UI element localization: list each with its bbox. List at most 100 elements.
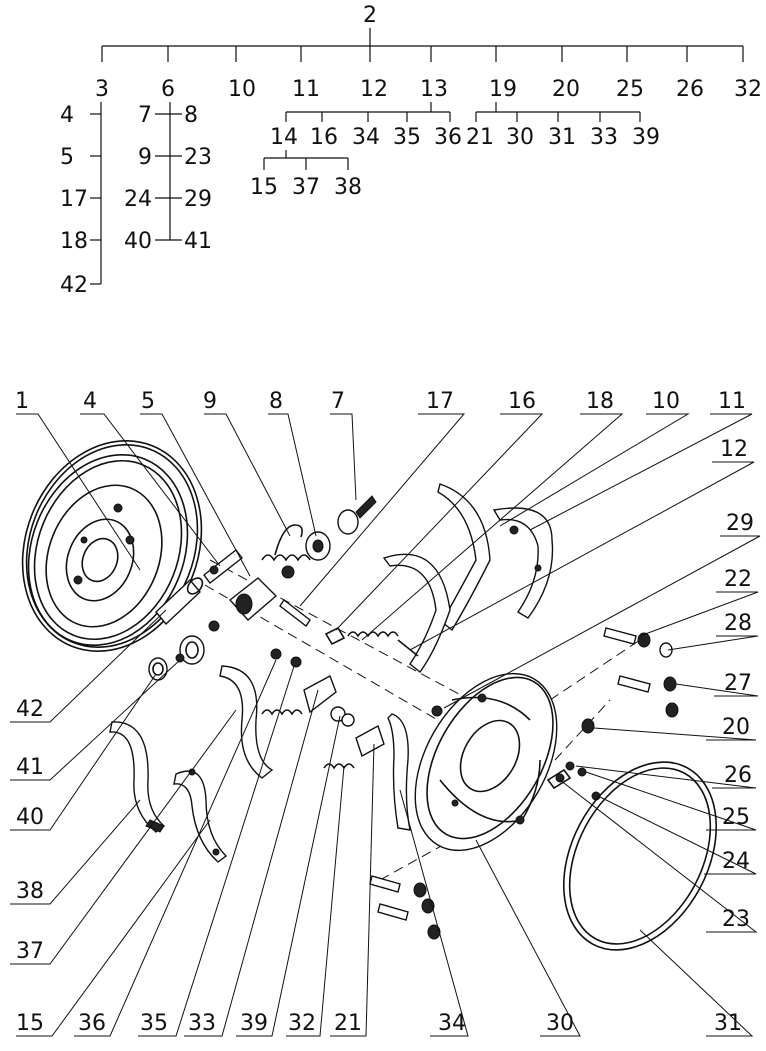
tree-node: 42 [60, 273, 88, 298]
leader-lines [10, 413, 761, 1037]
callout-label: 11 [718, 389, 746, 414]
left-callouts: 42 41 40 38 37 [16, 697, 44, 964]
right-callouts: 29 22 28 27 20 26 25 24 23 [722, 511, 754, 932]
tree-node: 3 [95, 77, 109, 102]
callout-label: 8 [269, 389, 283, 414]
bolts-right-part [581, 627, 679, 734]
tree-node: 8 [184, 103, 198, 128]
tree-node: 36 [434, 125, 462, 150]
tree-node: 40 [124, 229, 152, 254]
tree-node: 29 [184, 187, 212, 212]
sleeve-part [155, 577, 204, 626]
center-lining-part [219, 665, 274, 779]
tree-node: 17 [60, 187, 88, 212]
tree-node: 5 [60, 145, 74, 170]
bearing-part [175, 635, 205, 665]
callout-label: 20 [722, 715, 750, 740]
callout-label: 9 [203, 389, 217, 414]
tree-node: 24 [124, 187, 152, 212]
tree-node: 19 [489, 77, 517, 102]
part-hierarchy-tree: 2 3 6 10 11 12 13 19 20 25 26 32 [60, 3, 762, 298]
callout-label: 1 [15, 389, 29, 414]
tree-node: 32 [734, 77, 762, 102]
bolts-lower-part [369, 875, 441, 940]
tree-group-13: 14 16 34 35 36 [270, 125, 462, 150]
backing-plate-part [414, 672, 558, 852]
tree-group-14: 15 37 38 [250, 175, 362, 200]
seal-ring-part [148, 657, 168, 681]
callout-label: 4 [83, 389, 97, 414]
tree-node: 11 [292, 77, 320, 102]
lower-shoe-part [173, 768, 228, 863]
callout-label: 31 [714, 1011, 742, 1036]
tree-level1-labels: 3 6 10 11 12 13 19 20 25 26 32 [95, 77, 762, 102]
nut-29-part [431, 705, 443, 717]
tree-node: 6 [161, 77, 175, 102]
tree-node: 20 [552, 77, 580, 102]
callout-label: 23 [722, 907, 750, 932]
cylinder-spring-part [261, 524, 311, 579]
lower-lining-part [109, 721, 166, 833]
tree-node: 37 [292, 175, 320, 200]
shoe-spring-part [347, 631, 419, 657]
tree-root-label: 2 [363, 3, 377, 28]
callout-label: 35 [140, 1011, 168, 1036]
tree-node: 13 [420, 77, 448, 102]
callout-label: 38 [16, 879, 44, 904]
callout-label: 16 [508, 389, 536, 414]
callout-label: 12 [720, 437, 748, 462]
tree-node: 15 [250, 175, 278, 200]
tree-node: 4 [60, 103, 74, 128]
callout-label: 32 [288, 1011, 316, 1036]
callout-label: 5 [141, 389, 155, 414]
tree-group-6: 7 9 24 40 8 23 29 41 [124, 103, 212, 254]
callout-label: 33 [188, 1011, 216, 1036]
adjuster-part [279, 598, 346, 646]
callout-label: 18 [586, 389, 614, 414]
tree-node: 16 [310, 125, 338, 150]
piston-cup-part [305, 531, 331, 561]
callout-label: 42 [16, 697, 44, 722]
tree-node: 7 [138, 103, 152, 128]
bottom-callouts: 15 36 35 33 39 32 21 34 30 31 [16, 1011, 742, 1036]
callout-label: 37 [16, 939, 44, 964]
callout-label: 34 [438, 1011, 466, 1036]
callout-label: 26 [724, 763, 752, 788]
tree-node: 18 [60, 229, 88, 254]
exploded-view: 1 4 5 9 8 7 17 16 18 10 11 12 29 22 28 2… [10, 389, 761, 1037]
piston-part [337, 495, 377, 535]
callout-label: 41 [16, 755, 44, 780]
callout-label: 40 [16, 805, 44, 830]
callout-label: 25 [722, 805, 750, 830]
tree-node: 25 [616, 77, 644, 102]
callout-label: 27 [724, 671, 752, 696]
callout-label: 28 [724, 611, 752, 636]
tree-node: 23 [184, 145, 212, 170]
tree-node: 30 [506, 125, 534, 150]
tree-node: 10 [228, 77, 256, 102]
tree-node: 35 [393, 125, 421, 150]
tree-node: 41 [184, 229, 212, 254]
callout-label: 17 [426, 389, 454, 414]
tree-node: 26 [676, 77, 704, 102]
upper-brake-shoe-part [382, 483, 491, 674]
tree-node: 31 [548, 125, 576, 150]
callout-label: 21 [334, 1011, 362, 1036]
callout-label: 7 [331, 389, 345, 414]
tree-node: 33 [590, 125, 618, 150]
bleeder-screw-part [203, 549, 243, 584]
callout-label: 15 [16, 1011, 44, 1036]
tree-node: 38 [334, 175, 362, 200]
tree-node: 39 [632, 125, 660, 150]
tree-node: 34 [352, 125, 380, 150]
tree-node: 12 [360, 77, 388, 102]
tree-node: 9 [138, 145, 152, 170]
callout-label: 24 [722, 849, 750, 874]
tree-node: 21 [466, 125, 494, 150]
callout-label: 30 [546, 1011, 574, 1036]
callout-label: 29 [726, 511, 754, 536]
right-brake-shoe-part [492, 507, 554, 619]
small-hardware-part [546, 761, 601, 801]
callout-label: 22 [724, 567, 752, 592]
